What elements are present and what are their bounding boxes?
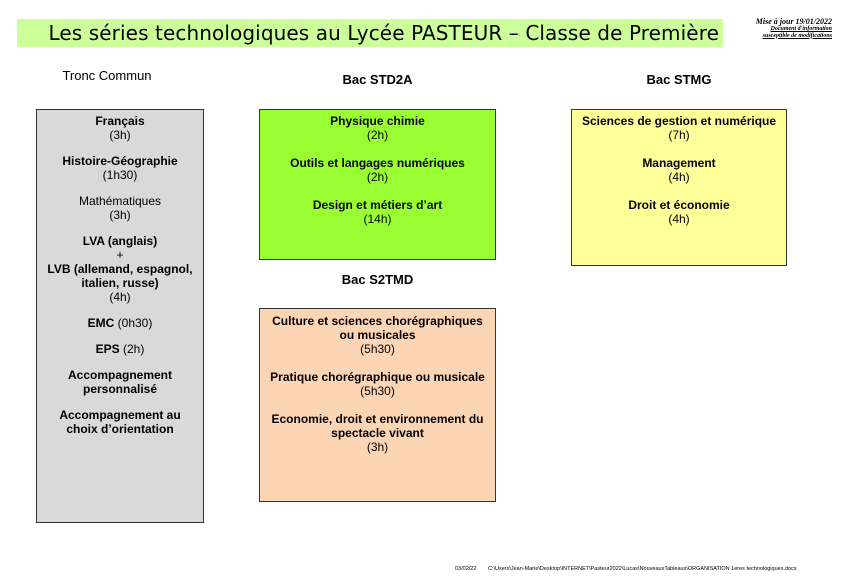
subject-accompagnement-orientation: Accompagnement au choix d’orientation xyxy=(59,408,181,436)
std2a-heading: Bac STD2A xyxy=(342,72,413,87)
subject-mathematiques: Mathématiques (3h) xyxy=(78,194,162,222)
std2a-box: Physique chimie (2h) Outils et langages … xyxy=(259,109,496,260)
subject-histoire-geographie: Histoire-Géographie (1h30) xyxy=(62,154,178,182)
footer: 03/02/22 C:\Users\Jean-Marie\Desktop\INT… xyxy=(455,566,797,572)
update-disclaimer-2: susceptible de modifications xyxy=(762,32,832,39)
update-note: Mise à jour 19/01/2022 Document d'inform… xyxy=(740,17,832,39)
subject-emc: EMC (0h30) xyxy=(87,316,153,330)
s2tmd-subject-2: Pratique chorégraphique ou musicale (5h3… xyxy=(270,370,485,398)
update-date: Mise à jour 19/01/2022 xyxy=(755,17,832,26)
subject-francais: Français (3h) xyxy=(95,114,145,142)
update-disclaimer-1: Document d'information xyxy=(770,26,832,33)
page-title: Les séries technologiques au Lycée PASTE… xyxy=(48,21,719,45)
footer-file-path: C:\Users\Jean-Marie\Desktop\INTERNET\Pas… xyxy=(487,566,797,572)
std2a-subject-1: Physique chimie (2h) xyxy=(330,114,425,142)
stmg-subject-2: Management (4h) xyxy=(642,156,716,184)
std2a-subject-2: Outils et langages numériques (2h) xyxy=(290,156,465,184)
stmg-heading: Bac STMG xyxy=(646,72,712,87)
stmg-box: Sciences de gestion et numérique (7h) Ma… xyxy=(571,109,787,266)
subject-accompagnement-personnalise: Accompagnement personnalisé xyxy=(67,368,173,396)
std2a-subject-3: Design et métiers d’art (14h) xyxy=(312,198,443,226)
s2tmd-heading: Bac S2TMD xyxy=(341,272,414,287)
s2tmd-box: Culture et sciences chorégraphiques ou m… xyxy=(259,308,496,502)
title-band: Les séries technologiques au Lycée PASTE… xyxy=(17,19,723,47)
s2tmd-subject-1: Culture et sciences chorégraphiques ou m… xyxy=(272,314,483,356)
footer-date: 03/02/22 xyxy=(455,566,477,572)
subject-langues-vivantes: LVA (anglais) + LVB (allemand, espagnol,… xyxy=(47,234,193,304)
stmg-subject-1: Sciences de gestion et numérique (7h) xyxy=(581,114,777,142)
s2tmd-subject-3: Economie, droit et environnement du spec… xyxy=(271,412,484,454)
stmg-subject-3: Droit et économie (4h) xyxy=(628,198,730,226)
subject-eps: EPS (2h) xyxy=(95,342,145,356)
tronc-commun-box: Français (3h) Histoire-Géographie (1h30)… xyxy=(36,109,204,523)
tronc-heading: Tronc Commun xyxy=(62,68,152,83)
